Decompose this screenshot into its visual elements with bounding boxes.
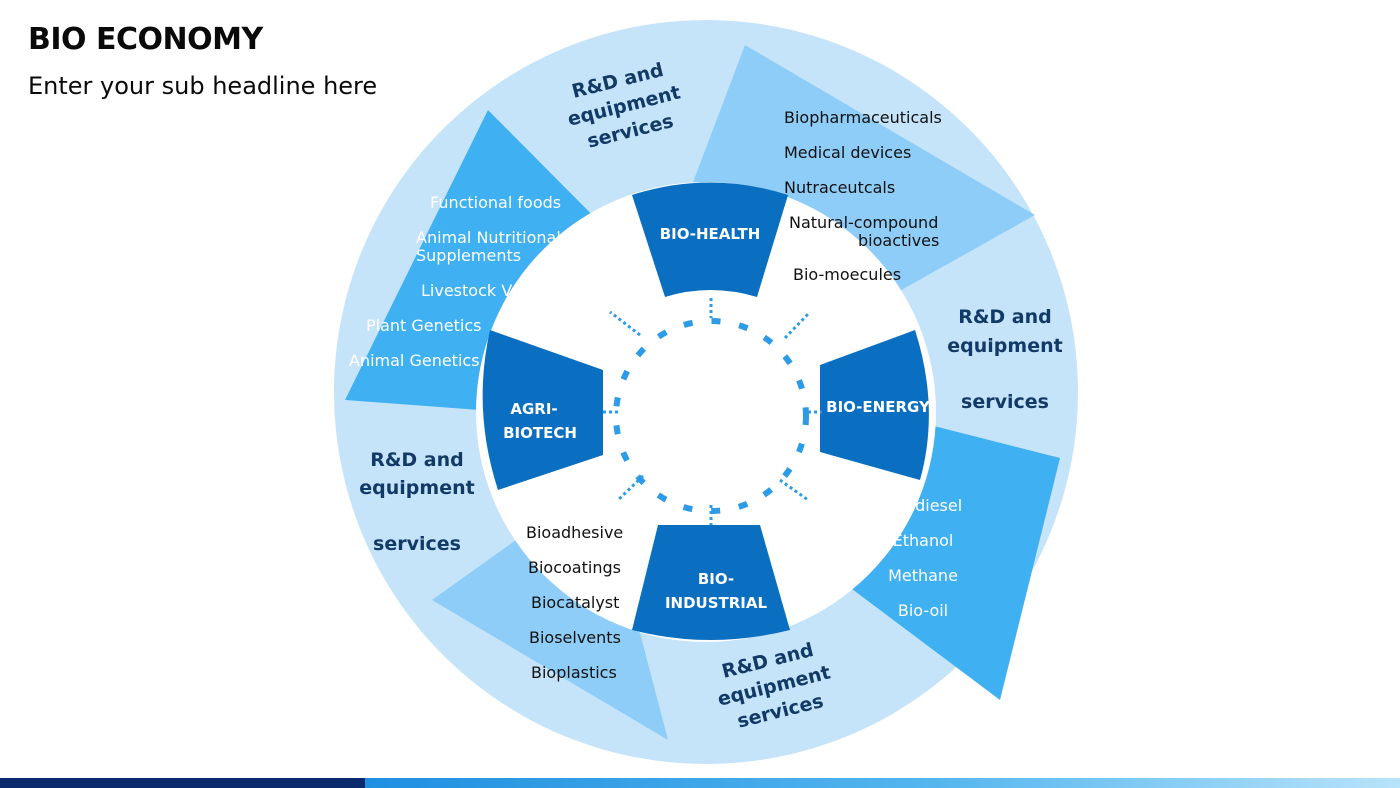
hub-label-bio-industrial-line1: BIO-: [698, 570, 734, 588]
health-item: Nutraceutcals: [784, 178, 895, 197]
energy-item: Bio-oil: [898, 601, 948, 620]
agri-item: Functional foods: [430, 193, 561, 212]
energy-item: Ethanol: [893, 531, 954, 550]
inner-disc: [476, 182, 936, 642]
hub-bio-health: [632, 182, 788, 297]
hub-label-agri-biotech-line1: AGRI-: [510, 400, 557, 418]
footer-bar-gradient: [365, 778, 1400, 788]
health-item: Biopharmaceuticals: [784, 108, 942, 127]
rd-label-left: R&D and equipment services: [359, 449, 474, 555]
industrial-item: Bioadhesive: [526, 523, 623, 542]
industrial-item: Biocatalyst: [531, 593, 619, 612]
rd-right-line3: services: [961, 391, 1049, 413]
hub-bio-energy: [820, 330, 929, 480]
sector-agri-panel: [345, 110, 642, 410]
page-subtitle: Enter your sub headline here: [28, 72, 378, 100]
page-title: BIO ECONOMY: [28, 22, 263, 57]
footer-bar-dark: [0, 778, 365, 788]
agri-item: Supplements: [416, 246, 521, 265]
rd-left-line2: equipment: [359, 477, 474, 499]
rd-left-line3: services: [373, 533, 461, 555]
rd-right-line2: equipment: [947, 335, 1062, 357]
hub-label-bio-industrial-line2: INDUSTRIAL: [665, 594, 768, 612]
health-item: bioactives: [858, 231, 939, 250]
hub-label-bio-energy: BIO-ENERGY: [826, 398, 931, 416]
energy-item: Bio-diesel: [884, 496, 962, 515]
health-item: Medical devices: [784, 143, 911, 162]
hub-label-agri-biotech-line2: BIOTECH: [503, 424, 577, 442]
rd-left-line1: R&D and: [370, 449, 464, 471]
hub-bio-industrial: [632, 525, 790, 640]
rd-label-right: R&D and equipment services: [947, 306, 1062, 413]
agri-item: Animal Genetics: [349, 351, 480, 370]
energy-item: Methane: [888, 566, 958, 585]
industrial-item: Bioselvents: [529, 628, 621, 647]
dotted-connectors: [603, 298, 822, 525]
agri-item: Animal Nutritional: [416, 228, 561, 247]
health-item: Bio-moecules: [793, 265, 901, 284]
industrial-item: Bioplastics: [531, 663, 617, 682]
rd-right-line1: R&D and: [958, 306, 1052, 328]
agri-item: Plant Genetics: [366, 316, 481, 335]
industrial-item: Biocoatings: [528, 558, 621, 577]
hub-agri-biotech: [482, 330, 603, 490]
agri-item: Livestock Vaccines: [421, 281, 571, 300]
health-item: Natural-compound: [789, 213, 938, 232]
hub-label-bio-health: BIO-HEALTH: [660, 225, 761, 243]
